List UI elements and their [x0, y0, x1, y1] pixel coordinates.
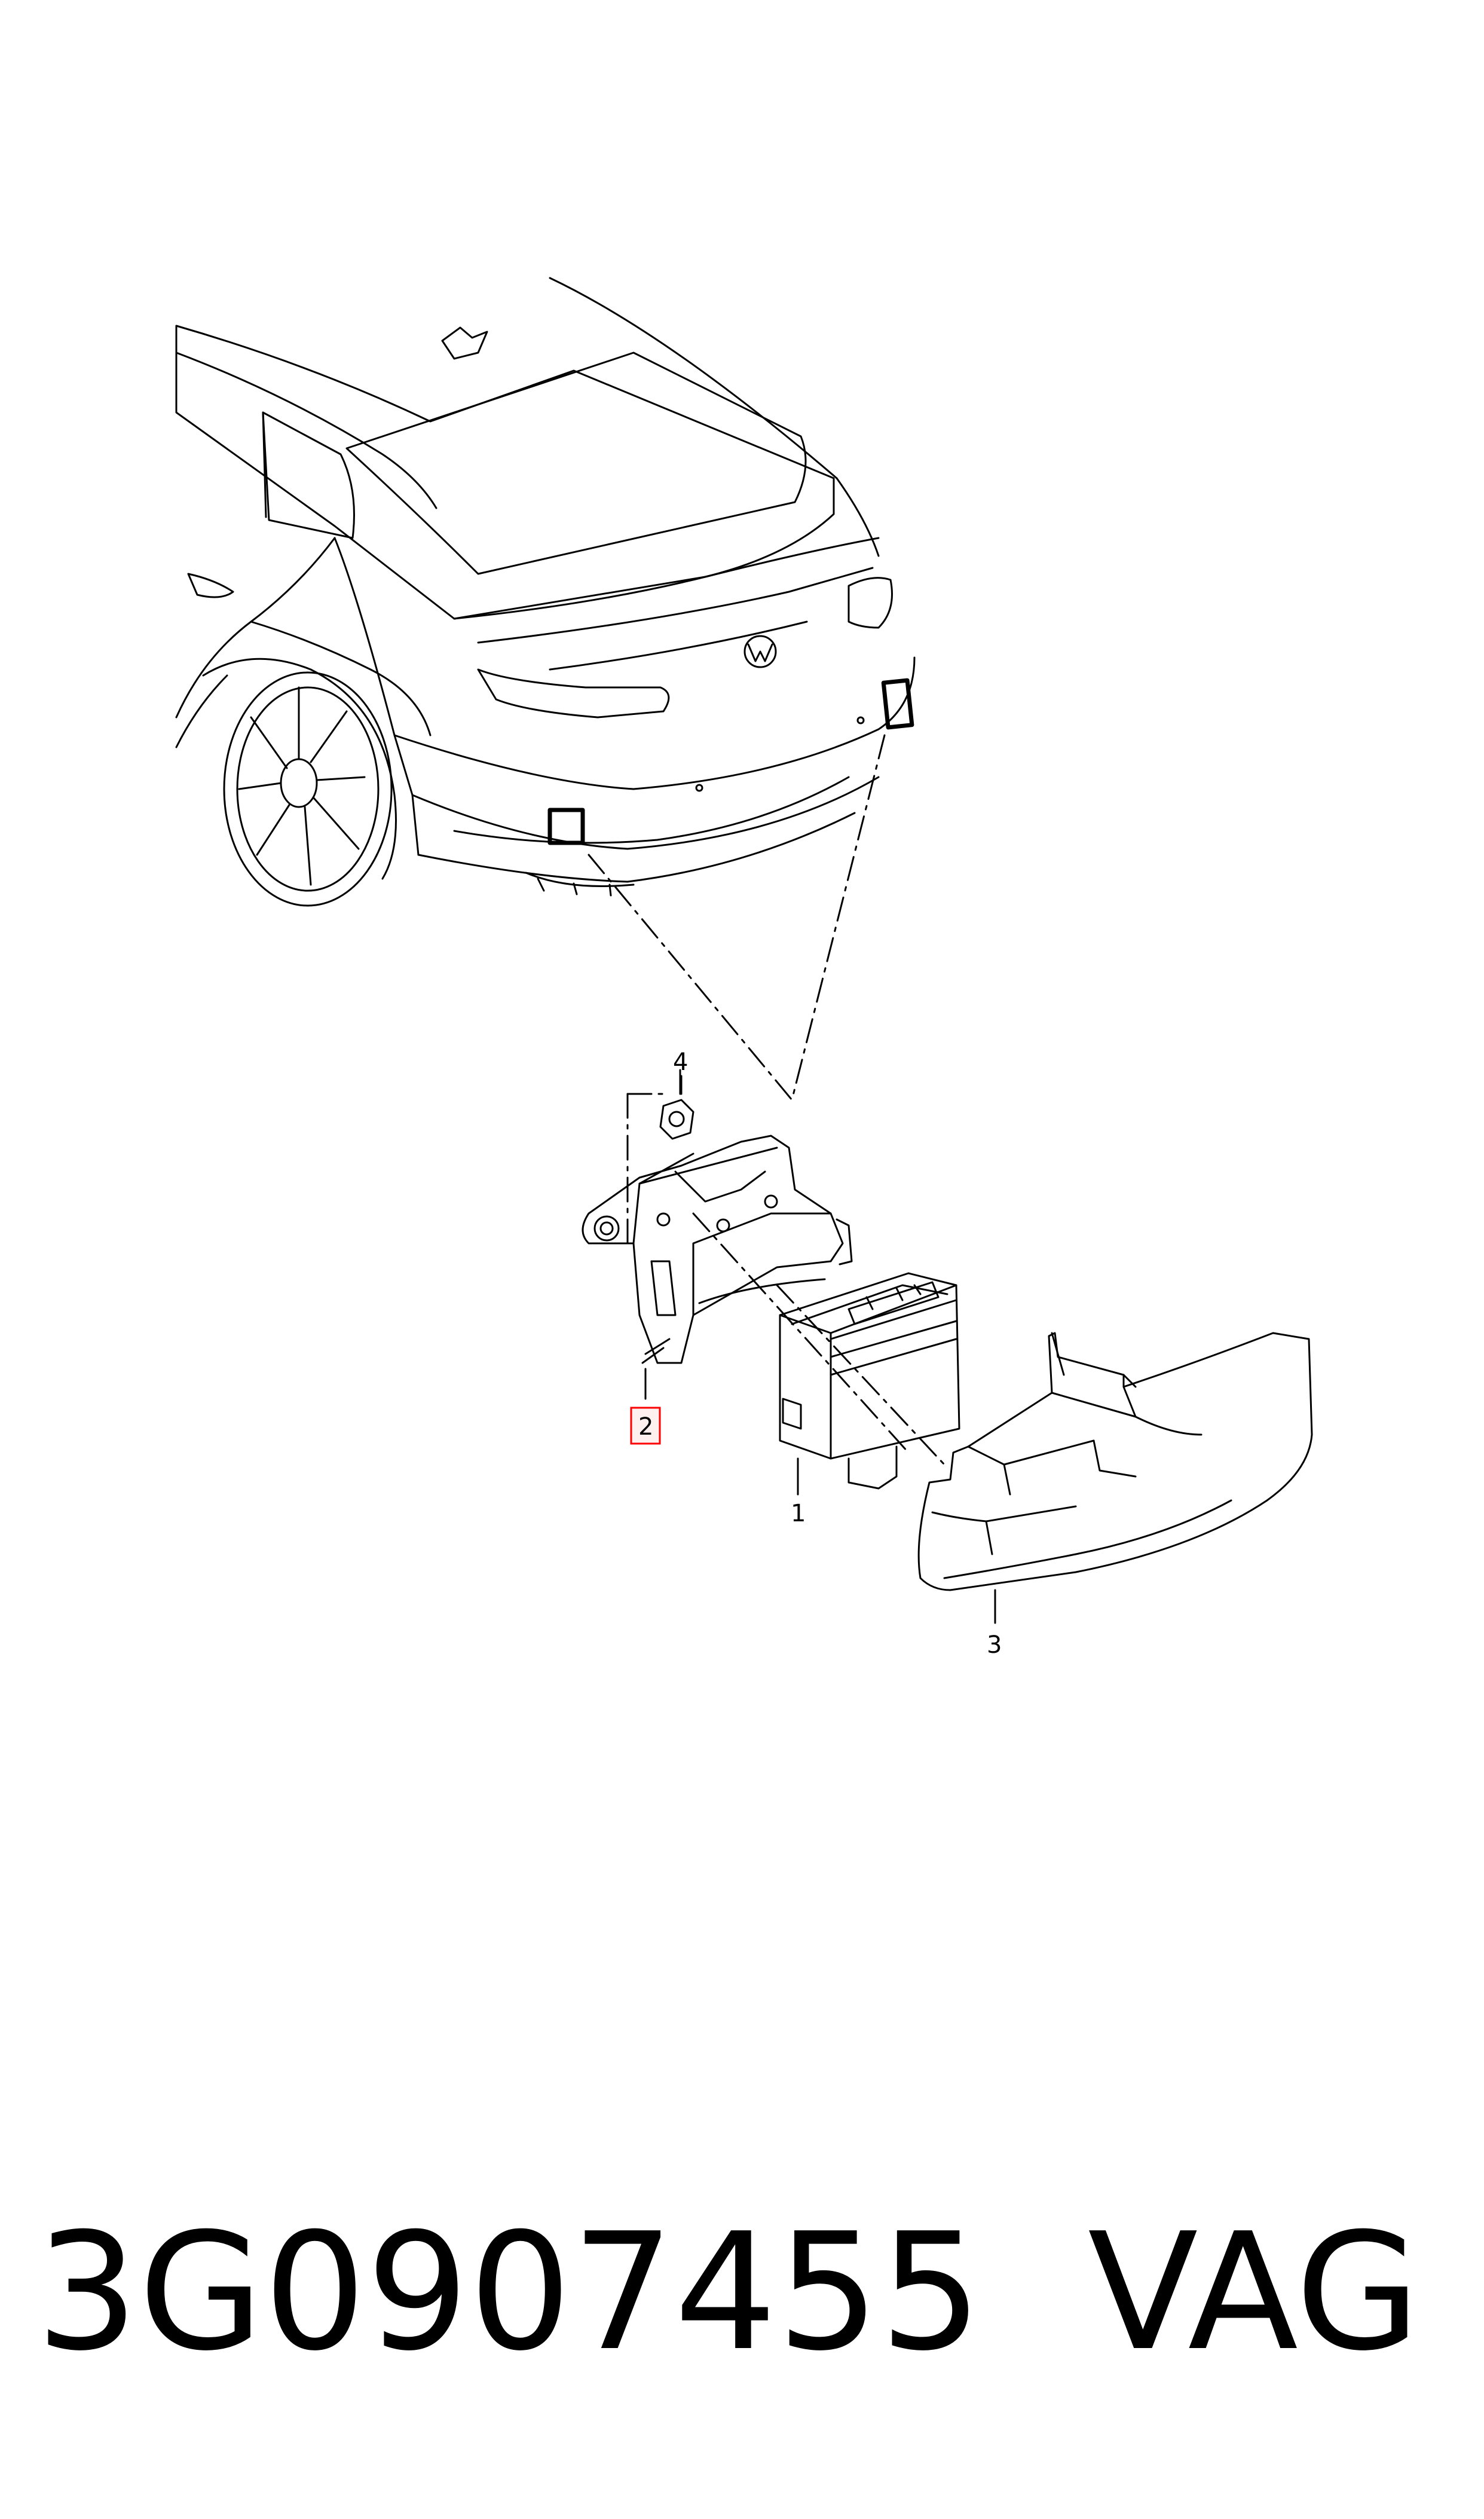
callout-1: 1 [791, 1500, 806, 1527]
part-3-cover [917, 1332, 1313, 1591]
part-4-nut [659, 1069, 694, 1140]
part-2-bracket [582, 1135, 853, 1364]
callout-leaders [644, 1075, 996, 1624]
right-tail-light [847, 577, 893, 629]
callout-3: 3 [987, 1631, 1002, 1659]
part-1-control-module [779, 1272, 960, 1490]
part-number: 3G0907455 [36, 2198, 983, 2386]
sensor-mount-right [881, 678, 914, 730]
car-illustration [175, 277, 916, 907]
sensor-mount-left [547, 808, 585, 845]
callout-2: 2 [638, 1413, 653, 1441]
callout-4: 4 [673, 1048, 688, 1076]
antenna-icon [441, 326, 488, 360]
callout-2-highlight [630, 1407, 661, 1445]
rear-wheel [223, 671, 393, 907]
left-tail-light [477, 668, 670, 719]
vw-emblem-icon [743, 635, 777, 668]
leader-lines [588, 734, 946, 1466]
brand-label: VAG [1088, 2198, 1421, 2386]
